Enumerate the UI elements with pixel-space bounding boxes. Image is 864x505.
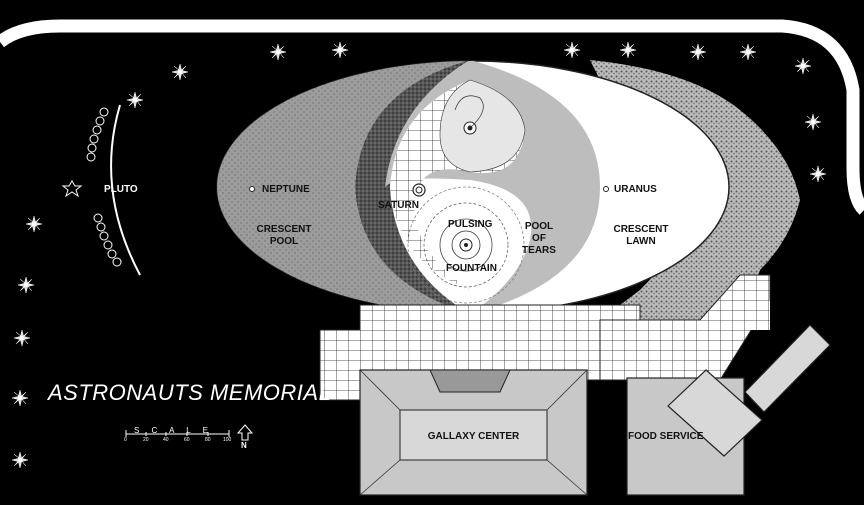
scale-tick-100: 100: [223, 437, 232, 443]
hedge-planting: [590, 60, 800, 320]
gallaxy-center-building: [359, 369, 588, 496]
scale-bar: [125, 430, 230, 437]
crescent-lawn-label: CRESCENT LAWN: [613, 224, 669, 247]
pool-of-tears-label: POOL OF TEARS: [522, 221, 556, 256]
uranus-label: URANUS: [614, 184, 657, 195]
scale-tick-20: 20: [143, 437, 149, 443]
saturn-marker: [412, 183, 426, 197]
saturn-label: SATURN: [378, 200, 419, 211]
crescent-pool-area: [217, 61, 470, 313]
gallaxy-center-label: GALLAXY CENTER: [427, 431, 520, 442]
pluto-hedge: [86, 107, 122, 267]
scale-tick-80: 80: [205, 437, 211, 443]
pluto-star-icon: [61, 180, 83, 198]
map-title: ASTRONAUTS MEMORIAL: [48, 380, 332, 405]
fountain-label: FOUNTAIN: [446, 263, 497, 274]
food-service-label: FOOD SERVICE: [628, 431, 704, 442]
pluto-label: PLUTO: [104, 184, 138, 195]
spiral-monument: [454, 95, 484, 135]
north-arrow-icon: [236, 424, 254, 441]
uranus-marker: [603, 186, 609, 192]
pulsing-label: PULSING: [448, 219, 493, 230]
crescent-pool-label: CRESCENT POOL: [256, 224, 312, 247]
neptune-marker: [249, 186, 255, 192]
perimeter-road: [0, 19, 864, 215]
neptune-label: NEPTUNE: [262, 184, 310, 195]
crescent-pool-edge: [355, 61, 470, 313]
pulsing-fountain: [407, 186, 525, 304]
pluto-orbit: [110, 104, 141, 276]
scale-tick-60: 60: [184, 437, 190, 443]
scale-label: S C A L E: [134, 426, 213, 435]
scale-tick-0: 0: [124, 437, 127, 443]
north-label: N: [241, 441, 247, 450]
scale-tick-40: 40: [163, 437, 169, 443]
food-service-building: [626, 324, 831, 496]
